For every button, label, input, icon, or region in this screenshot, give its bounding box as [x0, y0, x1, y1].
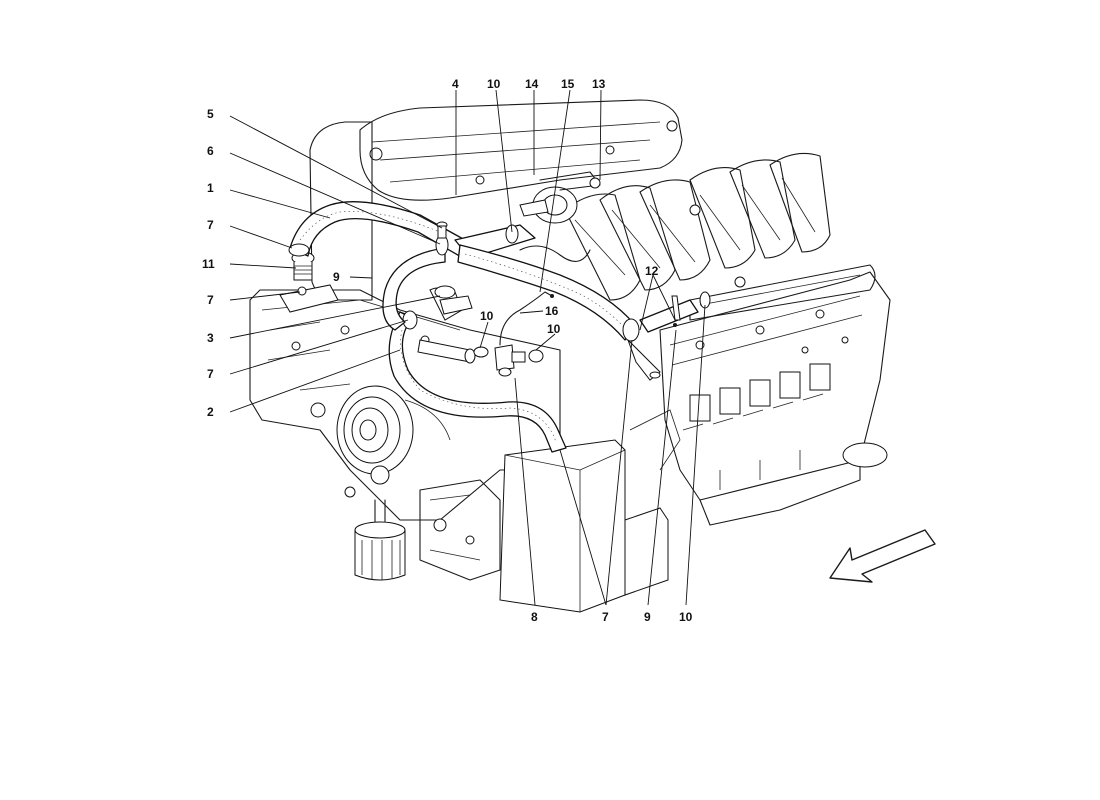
callout-7-a: 7	[207, 218, 214, 232]
callout-6: 6	[207, 144, 214, 158]
callout-14: 14	[525, 77, 539, 91]
callout-15: 15	[561, 77, 575, 91]
callout-7-d: 7	[602, 610, 609, 624]
clamp-7c	[622, 318, 640, 342]
callout-7-c: 7	[207, 367, 214, 381]
air-box	[359, 99, 683, 201]
callout-9-a: 9	[333, 270, 340, 284]
clamp-7b	[402, 310, 418, 330]
engine-drawing	[249, 99, 891, 613]
callout-labels: 5 6 1 7 11 9 7 3 7 2 4 10 14 15 13 16 10…	[202, 77, 693, 624]
callout-16: 16	[545, 304, 559, 318]
front-direction-arrow-icon	[829, 529, 936, 583]
callout-7-b: 7	[207, 293, 214, 307]
callout-13: 13	[592, 77, 606, 91]
callout-1: 1	[207, 181, 214, 195]
throttle-body	[519, 171, 601, 262]
callout-5: 5	[207, 107, 214, 121]
left-fitting	[279, 251, 339, 313]
cam-cover-detail	[682, 393, 824, 490]
callout-12: 12	[645, 264, 659, 278]
callout-8: 8	[531, 610, 538, 624]
pulley	[336, 385, 451, 475]
hoses	[288, 199, 711, 453]
engine-block-right	[659, 264, 891, 526]
callout-11: 11	[202, 257, 215, 271]
callout-10-d: 10	[679, 610, 693, 624]
callout-3: 3	[207, 331, 214, 345]
clamp-7a	[288, 243, 310, 257]
callout-10-a: 10	[487, 77, 501, 91]
leader-lines	[229, 89, 706, 606]
oil-reservoir	[499, 409, 681, 613]
callout-10-b: 10	[480, 309, 494, 323]
callout-9-b: 9	[644, 610, 651, 624]
intake-runners	[564, 152, 831, 301]
callout-10-c: 10	[547, 322, 561, 336]
oil-filter	[344, 465, 406, 581]
callout-4: 4	[452, 77, 459, 91]
hose-main	[457, 244, 636, 341]
lower-housing	[419, 479, 501, 581]
hose-loop	[382, 247, 446, 331]
callout-2: 2	[207, 405, 214, 419]
hose-2	[388, 311, 567, 453]
